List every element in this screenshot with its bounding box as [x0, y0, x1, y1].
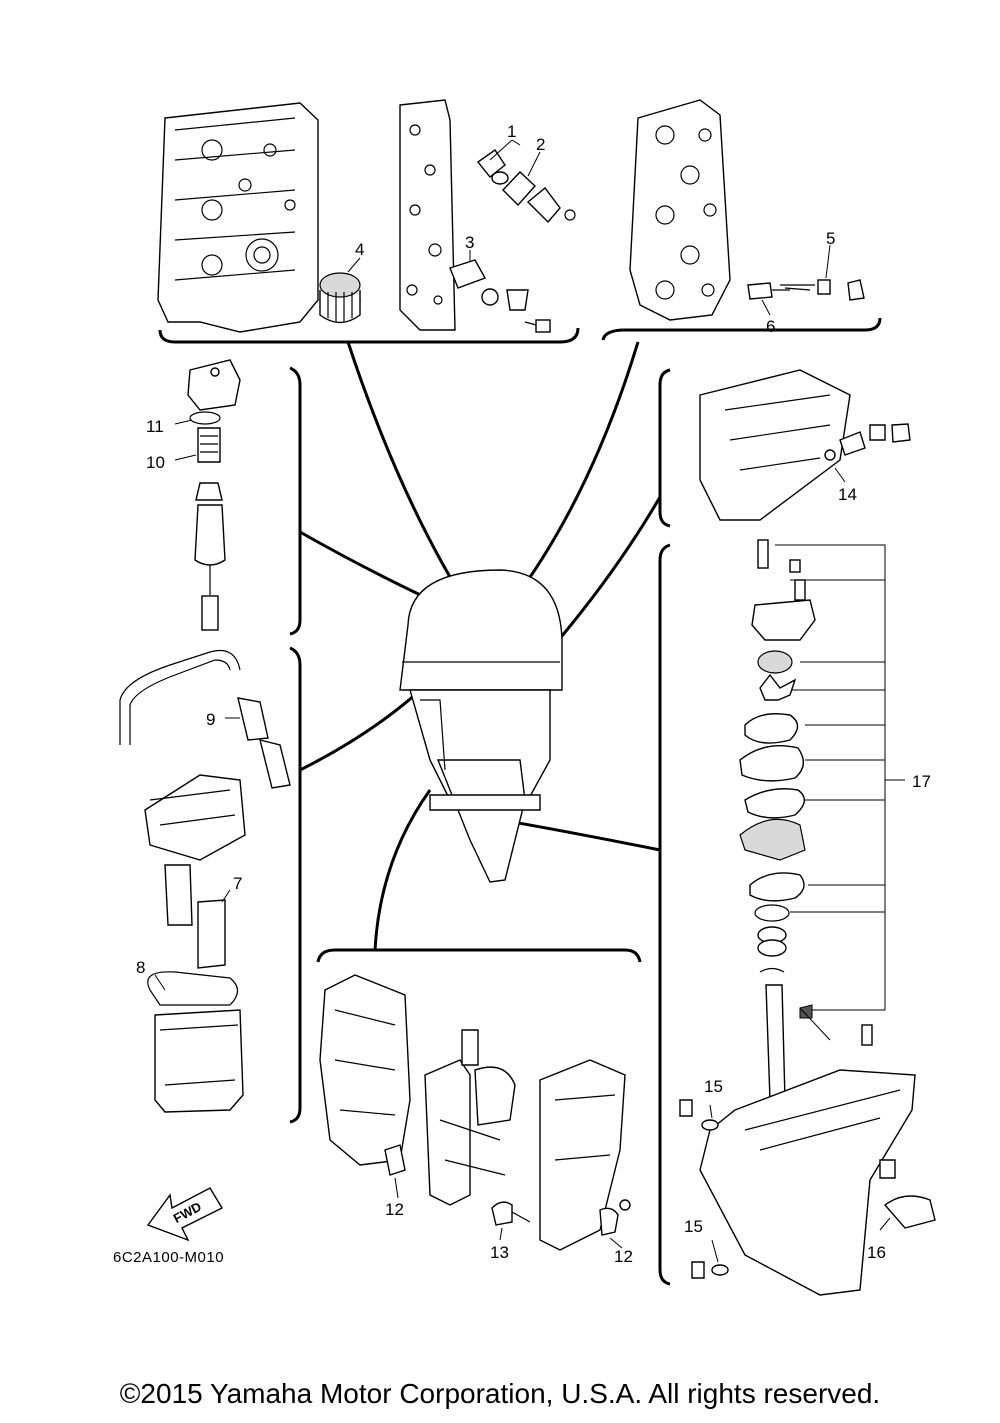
water-pump-group	[658, 539, 936, 1296]
callout-2: 2	[536, 135, 545, 154]
callout-12-left: 12	[385, 1200, 404, 1219]
callout-10: 10	[146, 453, 165, 472]
callout-6: 6	[766, 317, 775, 336]
valve-part	[449, 259, 551, 333]
callout-12-right: 12	[614, 1247, 633, 1266]
top-left-group	[157, 99, 580, 344]
forward-arrow-icon: FWD	[146, 1187, 223, 1242]
callout-15-upper: 15	[704, 1077, 723, 1096]
copyright-notice: ©2015 Yamaha Motor Corporation, U.S.A. A…	[119, 1378, 881, 1409]
callout-7: 7	[233, 874, 242, 893]
callout-5: 5	[826, 229, 835, 248]
callout-8: 8	[136, 958, 145, 977]
callout-14: 14	[838, 485, 857, 504]
outboard-motor-overview	[399, 569, 563, 883]
callout-17: 17	[912, 772, 931, 791]
callout-9: 9	[206, 710, 215, 729]
diagram-code: 6C2A100-M010	[113, 1249, 224, 1266]
callout-4: 4	[355, 240, 364, 259]
thermostat-cover-part	[502, 171, 576, 224]
callout-13: 13	[490, 1243, 509, 1262]
thermostat-part	[476, 149, 509, 185]
vapor-separator-group	[119, 646, 302, 1124]
callout-1: 1	[507, 122, 516, 141]
callout-11: 11	[146, 417, 164, 436]
trim-tilt-group	[316, 948, 642, 1251]
oil-filter-part	[319, 272, 361, 324]
callout-3: 3	[465, 233, 474, 252]
lower-case-group	[658, 368, 911, 528]
sensor-part	[747, 279, 865, 301]
callout-16: 16	[867, 1243, 886, 1262]
callout-15-lower: 15	[684, 1217, 703, 1236]
fuel-filter-group	[174, 359, 302, 636]
top-right-group	[601, 99, 882, 341]
